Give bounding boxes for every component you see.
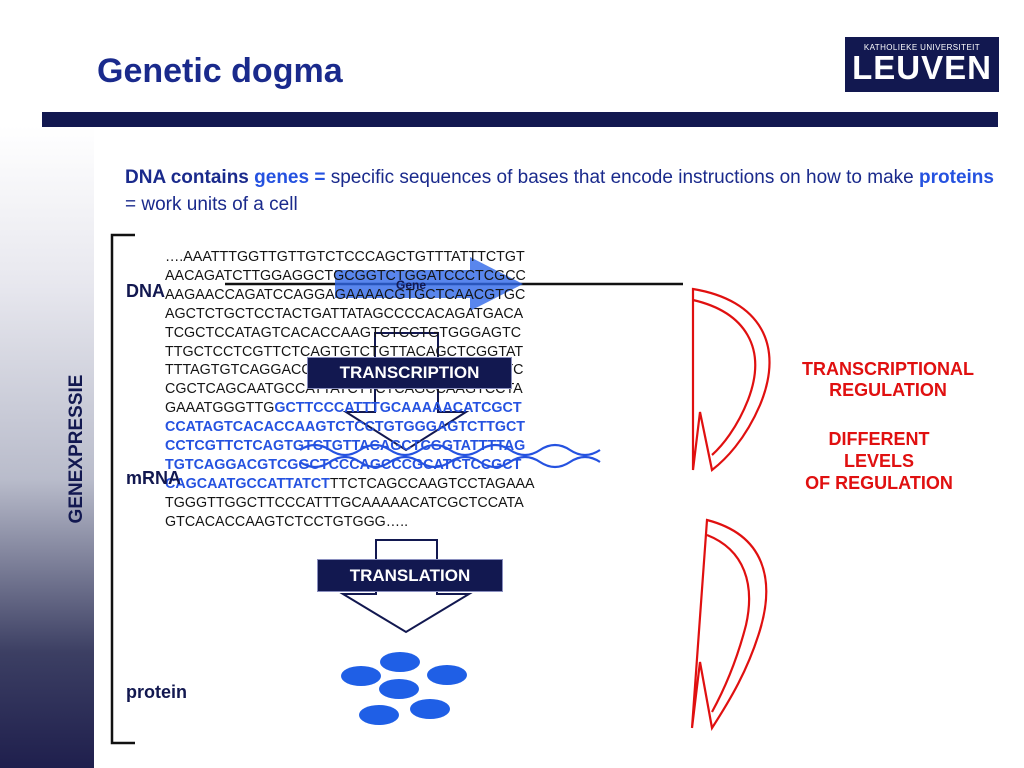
- sequence-line-gene: TGTCAGGACGTCGGCTCCCAGCCCGCATCTCCGCT: [165, 456, 522, 473]
- sequence-line: AGCTCTGCTCCTACTGATTATAGCCCCACAGATGACA: [165, 305, 524, 322]
- gene-label: Gene: [396, 278, 427, 292]
- slide-title: Genetic dogma: [97, 52, 343, 90]
- reg-line: TRANSCRIPTIONAL: [802, 359, 974, 379]
- reg-line: OF REGULATION: [805, 473, 953, 493]
- transcription-arrow: [342, 332, 470, 452]
- sequence-line-gene: CCATAGTCACACCAAGTCTCCTGTGGGAGTCTTGCT: [165, 419, 526, 436]
- ku-leuven-logo: KATHOLIEKE UNIVERSITEIT LEUVEN: [845, 37, 999, 92]
- protein-blob-2: [341, 666, 381, 686]
- sequence-line: TCGCTCCATAGTCACACCAAGTCTCCTGTGGGAGTC: [165, 324, 522, 341]
- sequence-line-mixed: CAGCAATGCCATTATCTTTCTCAGCCAAGTCCTAGAAA: [165, 475, 605, 494]
- reg-line: LEVELS: [843, 451, 914, 471]
- sequence-line: TGGGTTGGCTTCCCATTTGCAAAAACATCGCTCCATA: [165, 494, 524, 511]
- dna-sequence: ….AAATTTGGTTGTTGTCTCCCAGCTGTTTATTTCTGT A…: [165, 248, 605, 532]
- intro-text: DNA contains genes = specific sequences …: [125, 164, 995, 218]
- sequence-line-mixed: GAAATGGGTTGGCTTCCCATTTGCAAAAACATCGCT: [165, 399, 605, 418]
- reg-line: DIFFERENT: [828, 429, 930, 449]
- stage-bracket: [110, 233, 135, 745]
- stage-label-dna: DNA: [126, 281, 165, 301]
- stage-label-mrna: mRNA: [126, 468, 182, 488]
- sequence-line: TTGCTCCTCGTTCTCAGTGTCTGTTACAGCTCGGTAT: [165, 343, 524, 360]
- transcriptional-regulation-arrow: [691, 287, 771, 472]
- sequence-line: GTCACACCAAGTCTCCTGTGGG…..: [165, 513, 409, 530]
- protein-blob-5: [410, 699, 450, 719]
- sequence-line: AACAGATCTTGGAGGCTGCGGTCTGGATCCCTCGCC: [165, 267, 526, 284]
- gene-arrow: [335, 257, 523, 311]
- sequence-line: ….AAATTTGGTTGTTGTCTCCCAGCTGTTTATTTCTGT: [165, 249, 525, 265]
- intro-part1: DNA contains: [125, 167, 255, 188]
- intro-part3: specific sequences of bases that encode …: [330, 167, 920, 188]
- levels-of-regulation-label: DIFFERENT LEVELS OF REGULATION: [768, 428, 990, 494]
- mrna-wave: [299, 443, 601, 457]
- intro-part5: = work units of a cell: [125, 194, 298, 215]
- reg-line: REGULATION: [829, 380, 947, 400]
- translational-regulation-arrow: [690, 518, 768, 731]
- protein-blob-3: [427, 665, 467, 685]
- sequence-line: AAGAACCAGATCCAGGAGAAAACGTGCTCAACGTGC: [165, 286, 526, 303]
- translation-arrow: [339, 539, 473, 634]
- sequence-segment: TTCTCAGCCAAGTCCTAGAAA: [329, 475, 535, 492]
- translation-box: TRANSLATION: [317, 559, 503, 592]
- protein-blob-4: [379, 679, 419, 699]
- sequence-line-gene: CCTCGTTCTCAGTGTCTGTTACAGCTCGGTATTTTAG: [165, 438, 526, 455]
- protein-blob-1: [380, 652, 420, 672]
- intro-proteins: proteins: [919, 167, 994, 188]
- title-rule: [42, 112, 998, 127]
- sequence-gene-segment: GCTTCCCATTTGCAAAAACATCGCT: [274, 400, 522, 417]
- intro-genes: genes =: [254, 167, 331, 188]
- transcriptional-regulation-label: TRANSCRIPTIONAL REGULATION: [772, 359, 1004, 401]
- protein-blob-6: [359, 705, 399, 725]
- logo-main: LEUVEN: [852, 49, 992, 86]
- stage-label-protein: protein: [126, 682, 187, 702]
- mrna-wave-2: [299, 455, 601, 469]
- sequence-gene-segment: CAGCAATGCCATTATCT: [165, 475, 330, 492]
- sidebar-gradient: [0, 126, 94, 768]
- sequence-segment: GAAATGGGTTG: [165, 400, 275, 417]
- logo-top-line: KATHOLIEKE UNIVERSITEIT: [863, 43, 981, 52]
- transcription-box: TRANSCRIPTION: [307, 357, 512, 389]
